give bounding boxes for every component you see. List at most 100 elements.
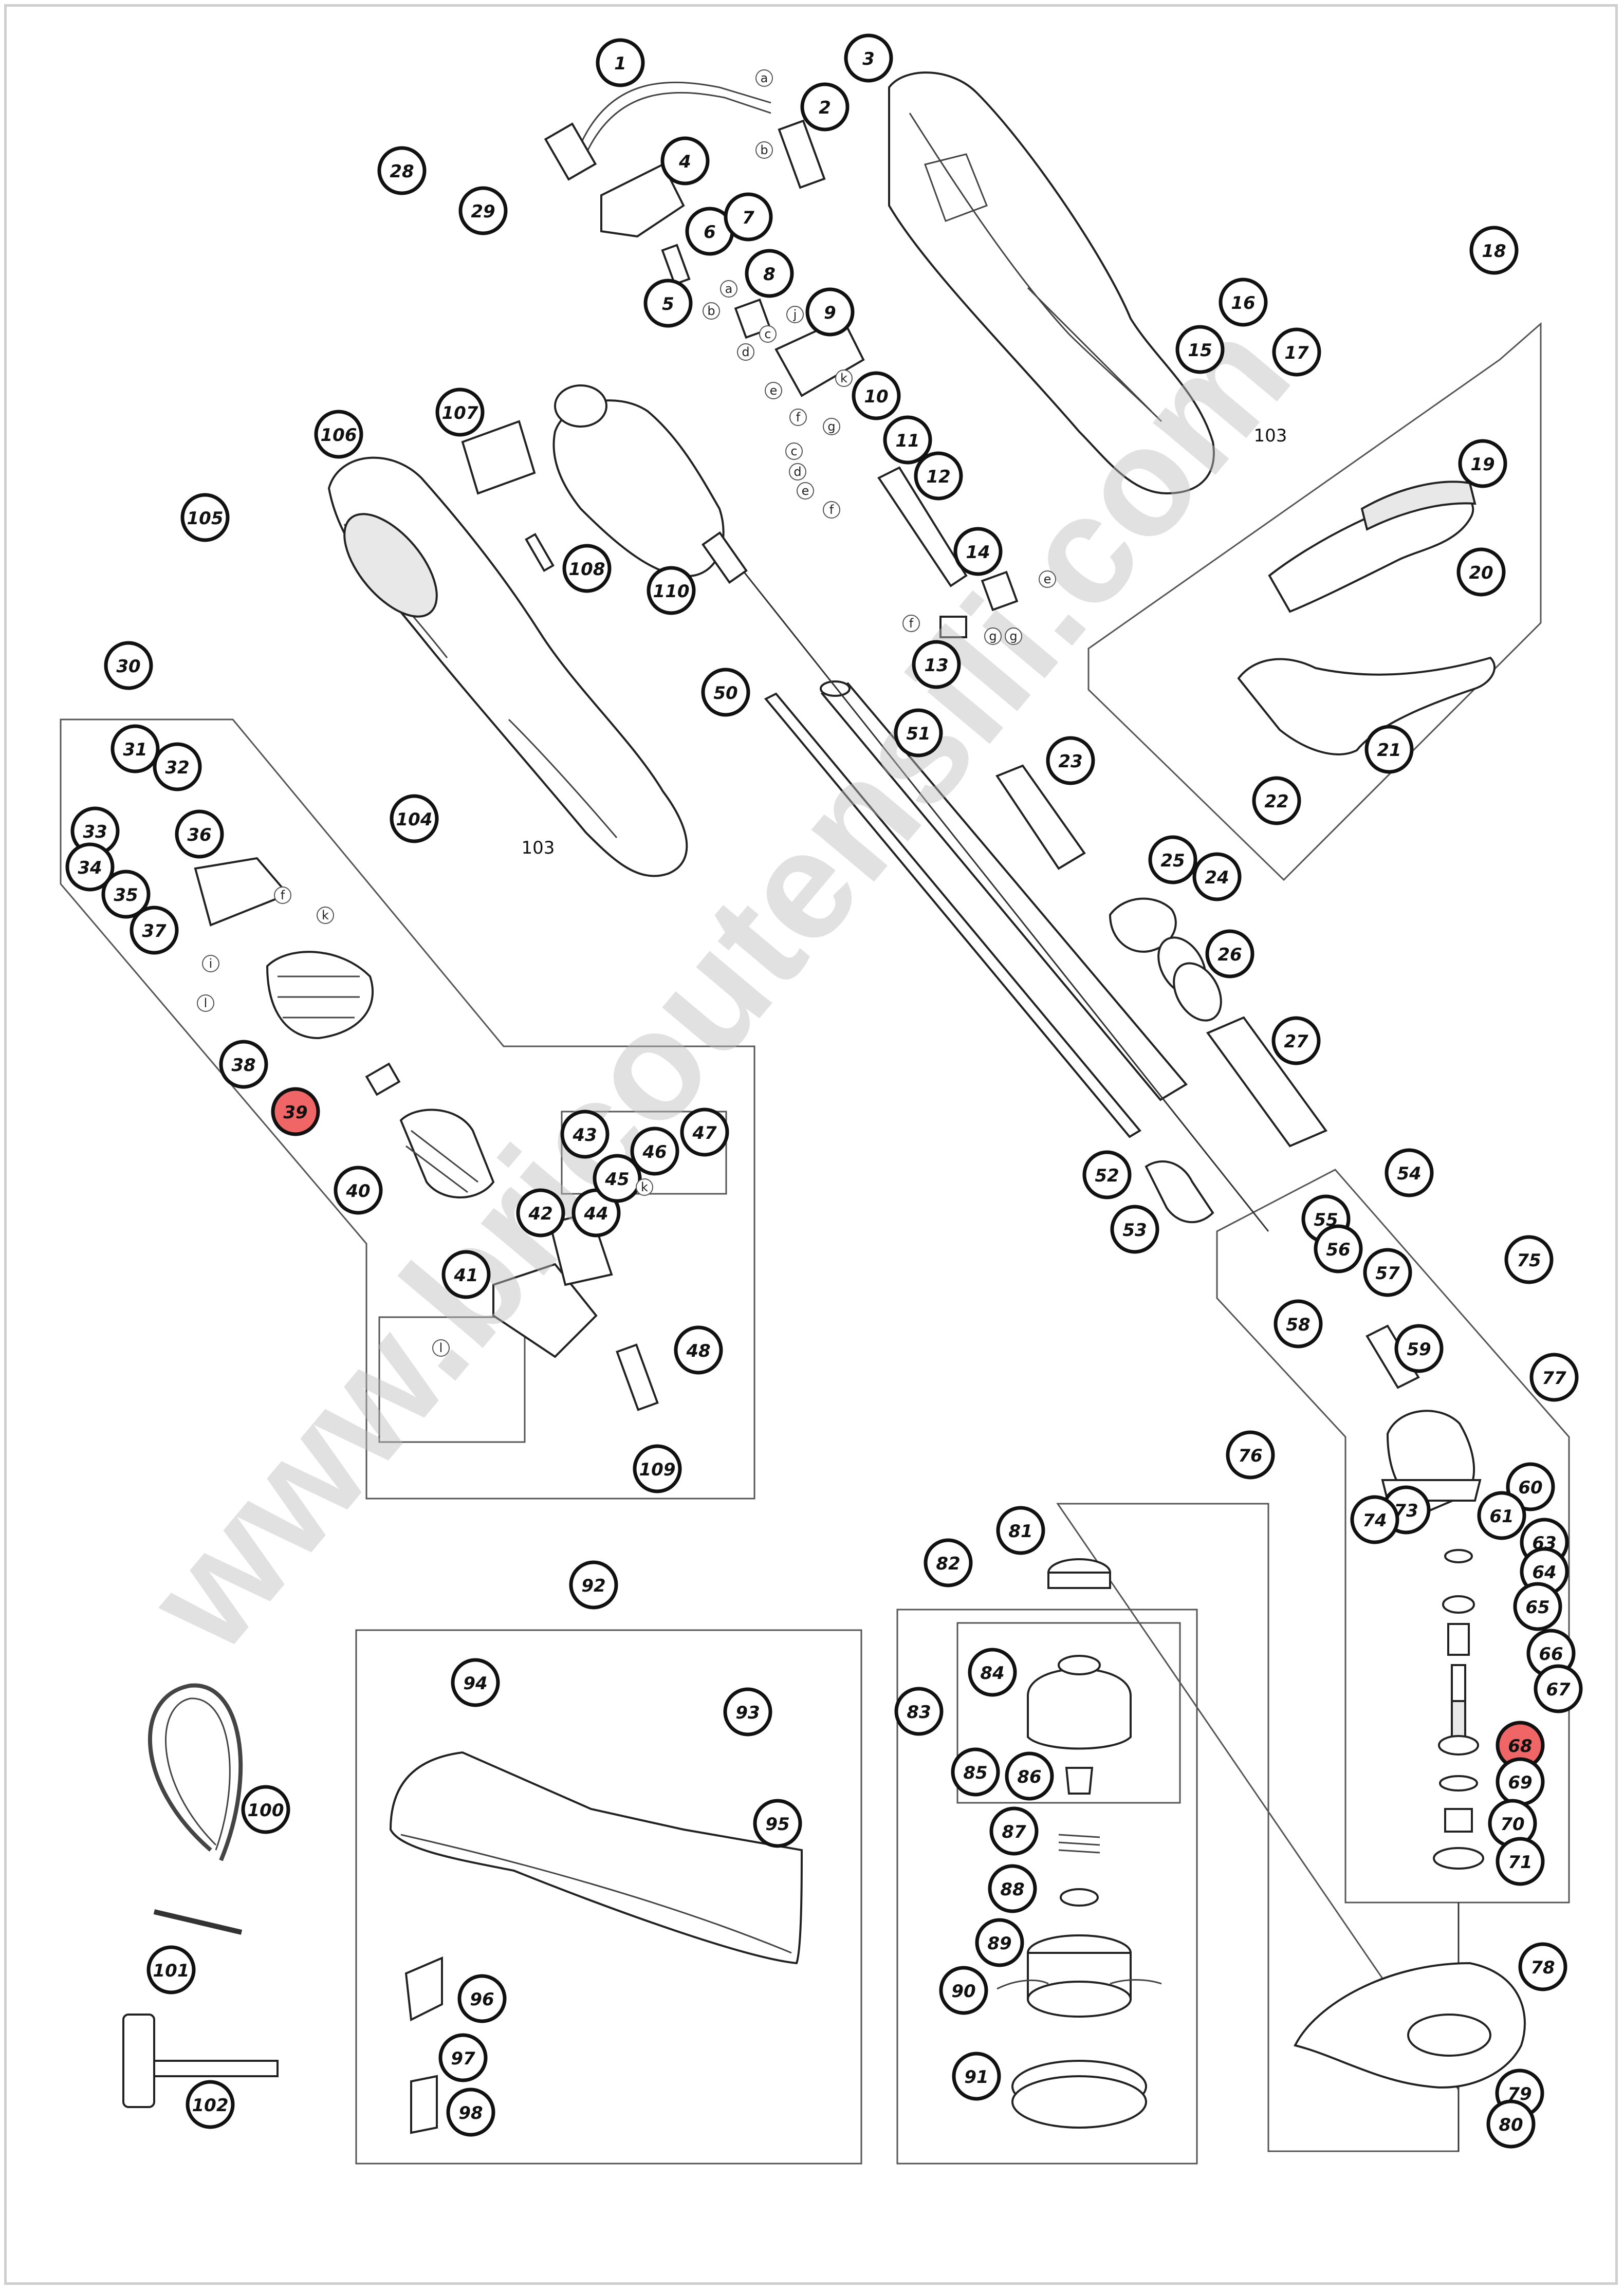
callout-circle <box>1272 327 1321 377</box>
callout-circle <box>745 249 794 298</box>
callout-number: 69 <box>1508 1772 1532 1793</box>
callout-32: 32 <box>153 742 202 791</box>
callout-number: 97 <box>451 2048 475 2069</box>
part-98-pad <box>410 2075 438 2134</box>
wire-letter-circle <box>785 442 803 460</box>
callout-105: 105 <box>180 493 230 542</box>
callout-number: 85 <box>963 1763 987 1783</box>
callout-number: 33 <box>83 822 107 842</box>
callout-number: 27 <box>1284 1031 1308 1052</box>
callout-number: 9 <box>824 303 836 323</box>
callout-circle <box>569 1560 618 1610</box>
callout-number: 90 <box>951 1981 975 2002</box>
callout-circle <box>1226 1430 1275 1480</box>
wire-connector-letter: c <box>785 442 803 460</box>
wire-connector-letter: g <box>823 418 840 435</box>
trimmer-line-90 <box>996 1979 1162 1990</box>
callout-circle <box>1363 1248 1412 1297</box>
callout-number: 60 <box>1518 1478 1542 1498</box>
callout-circle <box>1504 1235 1554 1284</box>
callout-circle <box>988 1864 1037 1913</box>
callout-number: 22 <box>1264 791 1288 812</box>
callout-circle <box>1350 1495 1399 1544</box>
callout-47: 47 <box>680 1107 729 1157</box>
callout-106: 106 <box>314 410 363 459</box>
wire-connector-letter: l <box>197 994 214 1012</box>
callout-number: 64 <box>1532 1562 1556 1583</box>
callout-number: 86 <box>1017 1767 1041 1787</box>
callout-number: 74 <box>1362 1510 1387 1531</box>
callout-circle <box>1314 1224 1363 1273</box>
wire-letter-circle <box>755 141 773 159</box>
wire-letter-text: f <box>829 503 834 517</box>
callout-25: 25 <box>1148 835 1197 884</box>
callout-number: 75 <box>1517 1250 1541 1271</box>
callout-number: 56 <box>1326 1240 1350 1260</box>
callout-84: 84 <box>968 1648 1017 1697</box>
part-107 <box>461 420 536 495</box>
wire-letter-circle <box>317 907 334 924</box>
callout-96: 96 <box>457 1974 507 2023</box>
callout-39: 39 <box>271 1087 320 1136</box>
callout-number: 59 <box>1407 1339 1431 1360</box>
callout-89: 89 <box>975 1918 1024 1967</box>
callout-circle <box>1082 1150 1132 1199</box>
callout-number: 16 <box>1231 293 1255 313</box>
callout-97: 97 <box>438 2033 488 2082</box>
shoulder-strap-100 <box>147 1683 243 1861</box>
callout-circle <box>446 2088 495 2137</box>
callout-60: 60 <box>1506 1462 1555 1511</box>
wire-letter-circle <box>703 302 720 320</box>
callout-circle <box>593 1154 642 1203</box>
callout-circle <box>1456 547 1506 597</box>
callout-number: 82 <box>936 1554 960 1574</box>
part-4-cover <box>600 163 685 238</box>
callout-circle <box>643 279 693 328</box>
wire-letter-text: l <box>439 1341 443 1355</box>
callout-104: 104 <box>390 794 439 843</box>
callout-number: 51 <box>906 724 930 744</box>
callout-52: 52 <box>1082 1150 1132 1199</box>
callout-76: 76 <box>1226 1430 1275 1480</box>
wire-connector-letter: a <box>755 69 773 87</box>
callout-circle <box>104 641 153 690</box>
callout-9: 9 <box>805 287 855 337</box>
group-box-41 <box>378 1316 526 1443</box>
callout-number: 1 <box>614 53 626 74</box>
part-86-eyelet <box>1065 1767 1094 1795</box>
callout-69: 69 <box>1496 1757 1545 1806</box>
callout-circle <box>1385 1148 1434 1197</box>
callout-91: 91 <box>952 2052 1001 2101</box>
callout-circle <box>630 1126 679 1176</box>
field-coil-38 <box>266 951 374 1040</box>
callout-28: 28 <box>377 146 427 195</box>
callout-98: 98 <box>446 2088 495 2137</box>
wire-connector-letter: k <box>636 1178 653 1196</box>
callout-17: 17 <box>1272 327 1321 377</box>
callout-102: 102 <box>186 2080 235 2129</box>
handle-grip-20-rubber <box>1360 481 1477 531</box>
callout-circle <box>753 1799 802 1848</box>
callout-number: 25 <box>1160 851 1185 871</box>
callout-number: 37 <box>142 921 167 941</box>
callout-circle <box>914 451 963 501</box>
callout-number: 70 <box>1500 1814 1524 1835</box>
part-11-lever <box>877 466 968 587</box>
callout-number: 54 <box>1397 1164 1421 1184</box>
callout-circle <box>701 668 750 717</box>
callout-number: 80 <box>1499 2115 1523 2135</box>
wire-letter-text: b <box>760 143 768 157</box>
callout-34: 34 <box>65 842 115 892</box>
callout-number: 88 <box>1000 1879 1024 1900</box>
part-108-pin <box>525 532 555 572</box>
callout-37: 37 <box>130 906 179 955</box>
callout-number: 65 <box>1525 1597 1549 1618</box>
callout-circle <box>241 1785 290 1834</box>
callout-number: 68 <box>1508 1736 1532 1757</box>
wire-letter-text: g <box>989 629 996 643</box>
callout-number: 96 <box>470 1989 494 2010</box>
callout-number: 46 <box>642 1142 667 1162</box>
callout-circle <box>800 82 850 132</box>
wire-letter-circle <box>984 627 1002 645</box>
